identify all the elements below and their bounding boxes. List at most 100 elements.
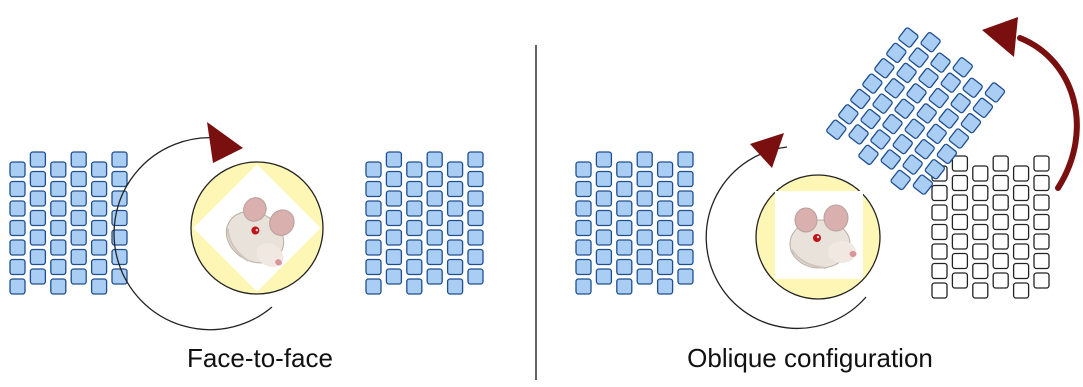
tile [29, 229, 47, 246]
empty-tile [972, 165, 989, 182]
tile [406, 219, 423, 237]
tile [9, 258, 26, 276]
tile [9, 278, 26, 295]
tile [406, 258, 423, 276]
tile [426, 209, 443, 227]
tile [365, 278, 382, 295]
tile [595, 170, 613, 188]
tile [896, 62, 917, 84]
tile [111, 268, 128, 285]
empty-tile [931, 262, 948, 280]
tile [365, 180, 382, 198]
curved-move-arrow-head-icon [982, 17, 1018, 57]
tile [365, 239, 382, 256]
left-tile-grid [575, 151, 694, 295]
tile [50, 180, 67, 198]
empty-tile [951, 233, 969, 250]
caption-face-to-face: Face-to-face [187, 343, 333, 373]
tile [70, 151, 87, 168]
empty-tile [1033, 252, 1050, 270]
tile [385, 268, 403, 285]
caption-oblique-configuration: Oblique configuration [687, 343, 933, 373]
tile [912, 174, 934, 195]
tile [467, 209, 484, 227]
empty-tile [992, 174, 1009, 192]
panel-face-to-face [9, 122, 484, 331]
rotation-arrow-icon [207, 122, 243, 163]
tile [902, 154, 923, 175]
empty-tile [1033, 194, 1050, 211]
tile [595, 229, 613, 246]
rotation-arrow-icon [750, 133, 784, 168]
tile [70, 170, 87, 188]
tile [575, 278, 592, 295]
tile [677, 151, 694, 168]
tile [904, 118, 925, 139]
tile [575, 180, 592, 198]
tile [874, 58, 895, 79]
tile [924, 159, 946, 180]
empty-tile [972, 243, 989, 260]
empty-tile [972, 184, 989, 202]
empty-tile [992, 155, 1009, 172]
tile [636, 229, 653, 246]
empty-tile [1012, 165, 1030, 182]
tile [950, 92, 971, 114]
tile [677, 190, 694, 207]
tile [616, 219, 633, 237]
tile [385, 190, 403, 207]
tile [948, 128, 970, 149]
empty-tile [951, 194, 969, 211]
tile [850, 88, 871, 110]
tile [90, 161, 108, 178]
tile [111, 248, 128, 266]
tile [9, 239, 26, 256]
tile [385, 151, 403, 168]
tile [926, 123, 947, 145]
tile [656, 180, 674, 198]
tile [616, 161, 633, 178]
tile [446, 219, 464, 237]
empty-tile [992, 213, 1009, 231]
tile [467, 190, 484, 207]
tile [446, 200, 464, 217]
tile [656, 258, 674, 276]
tile [406, 180, 423, 198]
tile [111, 151, 128, 168]
empty-tile [972, 223, 989, 241]
tile [385, 229, 403, 246]
empty-tile [1012, 282, 1030, 299]
empty-tile [1033, 174, 1050, 192]
empty-tile [992, 233, 1009, 250]
tile [70, 268, 87, 285]
tile [90, 219, 108, 237]
tile [677, 209, 694, 227]
tile [960, 112, 982, 134]
tile [886, 42, 907, 64]
tile [972, 97, 994, 118]
tile [70, 229, 87, 246]
tile [29, 248, 47, 266]
tile [656, 278, 674, 295]
tile [677, 268, 694, 285]
tile [29, 170, 47, 188]
tile [595, 268, 613, 285]
empty-tile [951, 272, 969, 289]
empty-tile [972, 282, 989, 299]
tile [616, 180, 633, 198]
tile [575, 200, 592, 217]
empty-tile [1012, 204, 1030, 221]
tile [446, 278, 464, 295]
tile [616, 278, 633, 295]
tile [838, 104, 859, 125]
tile [426, 190, 443, 207]
tile [365, 161, 382, 178]
tile [595, 248, 613, 266]
tile [880, 149, 901, 170]
empty-tile [931, 282, 948, 299]
tile [870, 129, 891, 150]
tile [890, 169, 911, 191]
left-tile-grid [9, 151, 128, 295]
tile [467, 248, 484, 266]
